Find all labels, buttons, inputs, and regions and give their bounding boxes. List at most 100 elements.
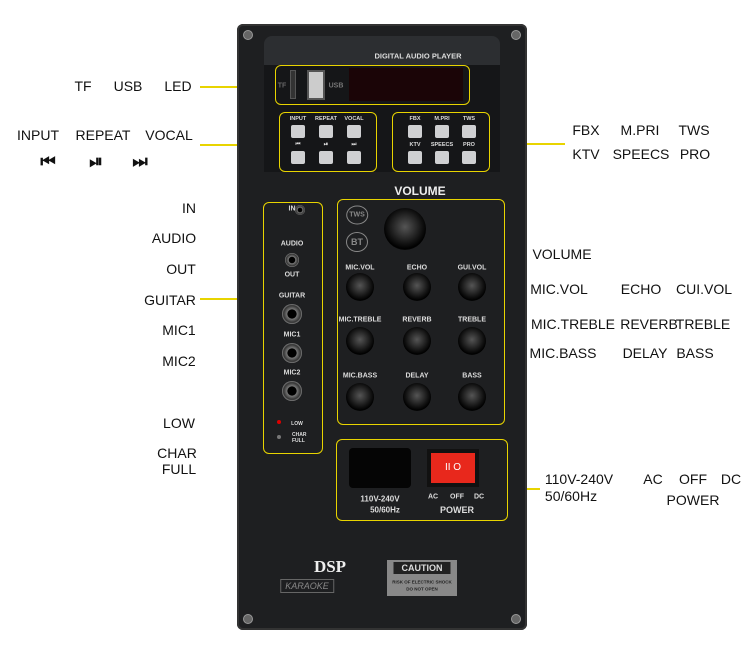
- callout-low: LOW: [163, 415, 195, 431]
- screw: [511, 614, 521, 624]
- button-input[interactable]: [291, 125, 305, 138]
- callout-vocal: VOCAL: [145, 127, 193, 143]
- switch-off: OFF: [450, 493, 464, 501]
- tf-slot: [290, 70, 296, 99]
- callout-usb: USB: [113, 78, 143, 94]
- next-icon: ⏭: [132, 152, 148, 171]
- button-label: KTV: [409, 142, 421, 148]
- callout-freq: 50/60Hz: [544, 488, 598, 504]
- volume-label: VOLUME: [394, 184, 446, 198]
- controls-highlight: [337, 199, 505, 425]
- knob-label: REVERB: [402, 316, 432, 324]
- callout-in: IN: [182, 200, 196, 216]
- player-highlight: [275, 65, 470, 105]
- bt-logo: BT: [346, 232, 368, 252]
- callout-mic-vol: MIC.VOL: [530, 281, 588, 297]
- callout-voltage: 110V-240V: [544, 471, 614, 487]
- mic1-label: MIC1: [283, 331, 301, 339]
- callout-dc: DC: [720, 471, 742, 487]
- callout-input: INPUT: [17, 127, 59, 143]
- callout-echo: ECHO: [620, 281, 662, 297]
- ac-inlet: [349, 448, 411, 488]
- callout-audio: AUDIO: [151, 230, 197, 246]
- power-highlight: [336, 439, 508, 521]
- callout-led: LED: [164, 78, 192, 94]
- button-m-pri[interactable]: [435, 125, 449, 138]
- knob-label: DELAY: [405, 372, 429, 380]
- button-fbx[interactable]: [408, 125, 422, 138]
- jack[interactable]: [285, 253, 299, 267]
- callout-bass: BASS: [676, 345, 714, 361]
- mic2-label: MIC2: [283, 369, 301, 377]
- button-label: INPUT: [289, 116, 307, 122]
- screw: [511, 30, 521, 40]
- jack[interactable]: [295, 205, 305, 215]
- button[interactable]: [319, 151, 333, 164]
- button-repeat[interactable]: [319, 125, 333, 138]
- button[interactable]: [435, 151, 449, 164]
- button-label: VOCAL: [344, 116, 364, 122]
- in-label: IN: [288, 205, 296, 213]
- callout-treble: TREBLE: [675, 316, 731, 332]
- charge-led: [277, 435, 281, 439]
- button-vocal[interactable]: [347, 125, 361, 138]
- volume-knob[interactable]: [384, 208, 426, 250]
- callout-cui-vol: CUI.VOL: [675, 281, 733, 297]
- switch-ac: AC: [427, 493, 439, 501]
- callout-ktv: KTV: [572, 146, 600, 162]
- callout-power: POWER: [666, 492, 720, 508]
- mic-bass-knob[interactable]: [346, 383, 374, 411]
- treble-knob[interactable]: [458, 327, 486, 355]
- button[interactable]: [462, 151, 476, 164]
- mic-treble-knob[interactable]: [346, 327, 374, 355]
- bass-knob[interactable]: [458, 383, 486, 411]
- callout-speecs: SPEECS: [612, 146, 670, 162]
- jack[interactable]: [282, 304, 302, 324]
- button[interactable]: [291, 151, 305, 164]
- tws-logo: TWS: [346, 205, 368, 225]
- switch-dc: DC: [473, 493, 485, 501]
- caution-sub2: DO NOT OPEN: [406, 586, 438, 592]
- button-tws[interactable]: [462, 125, 476, 138]
- button[interactable]: [408, 151, 422, 164]
- callout-reverb: REVERB: [620, 316, 678, 332]
- buttons-right-highlight: [392, 112, 490, 172]
- player-title: DIGITAL AUDIO PLAYER: [374, 51, 462, 61]
- mic-vol-knob[interactable]: [346, 273, 374, 301]
- callout-guitar: GUITAR: [144, 292, 196, 308]
- usb-port: [307, 70, 325, 100]
- inputs-highlight: [263, 202, 323, 454]
- knob-label: BASS: [462, 372, 482, 380]
- voltage-label: 110V-240V: [360, 494, 400, 504]
- reverb-knob[interactable]: [403, 327, 431, 355]
- amplifier-panel: DIGITAL AUDIO PLAYER TF USB INPUT⏮REPEAT…: [237, 24, 527, 630]
- echo-knob[interactable]: [403, 273, 431, 301]
- callout-mpri: M.PRI: [620, 122, 660, 138]
- callout-char: CHAR: [157, 445, 197, 461]
- jack[interactable]: [282, 343, 302, 363]
- button-label: FBX: [409, 116, 421, 122]
- callout-tf: TF: [74, 78, 92, 94]
- jack[interactable]: [282, 381, 302, 401]
- delay-knob[interactable]: [403, 383, 431, 411]
- power-switch[interactable]: II O: [427, 449, 479, 487]
- led-display: [349, 68, 463, 101]
- callout-off: OFF: [679, 471, 707, 487]
- knob-label: MIC.BASS: [342, 372, 378, 380]
- char-full-label: CHAR FULL: [292, 432, 307, 444]
- tf-label: TF: [277, 82, 287, 90]
- caution-title: CAUTION: [393, 562, 451, 574]
- buttons-left-highlight: [279, 112, 377, 172]
- knob-label: ECHO: [406, 264, 428, 272]
- knob-label: GUI.VOL: [457, 264, 487, 272]
- low-label: LOW: [291, 421, 303, 427]
- knob-label: MIC.TREBLE: [338, 316, 382, 324]
- freq-label: 50/60Hz: [370, 505, 400, 515]
- usb-label: USB: [328, 82, 344, 90]
- callout-mic2: MIC2: [162, 353, 196, 369]
- button[interactable]: [347, 151, 361, 164]
- callout-tws: TWS: [678, 122, 710, 138]
- gui-vol-knob[interactable]: [458, 273, 486, 301]
- button-label: REPEAT: [315, 116, 337, 122]
- leader-line: [200, 298, 265, 300]
